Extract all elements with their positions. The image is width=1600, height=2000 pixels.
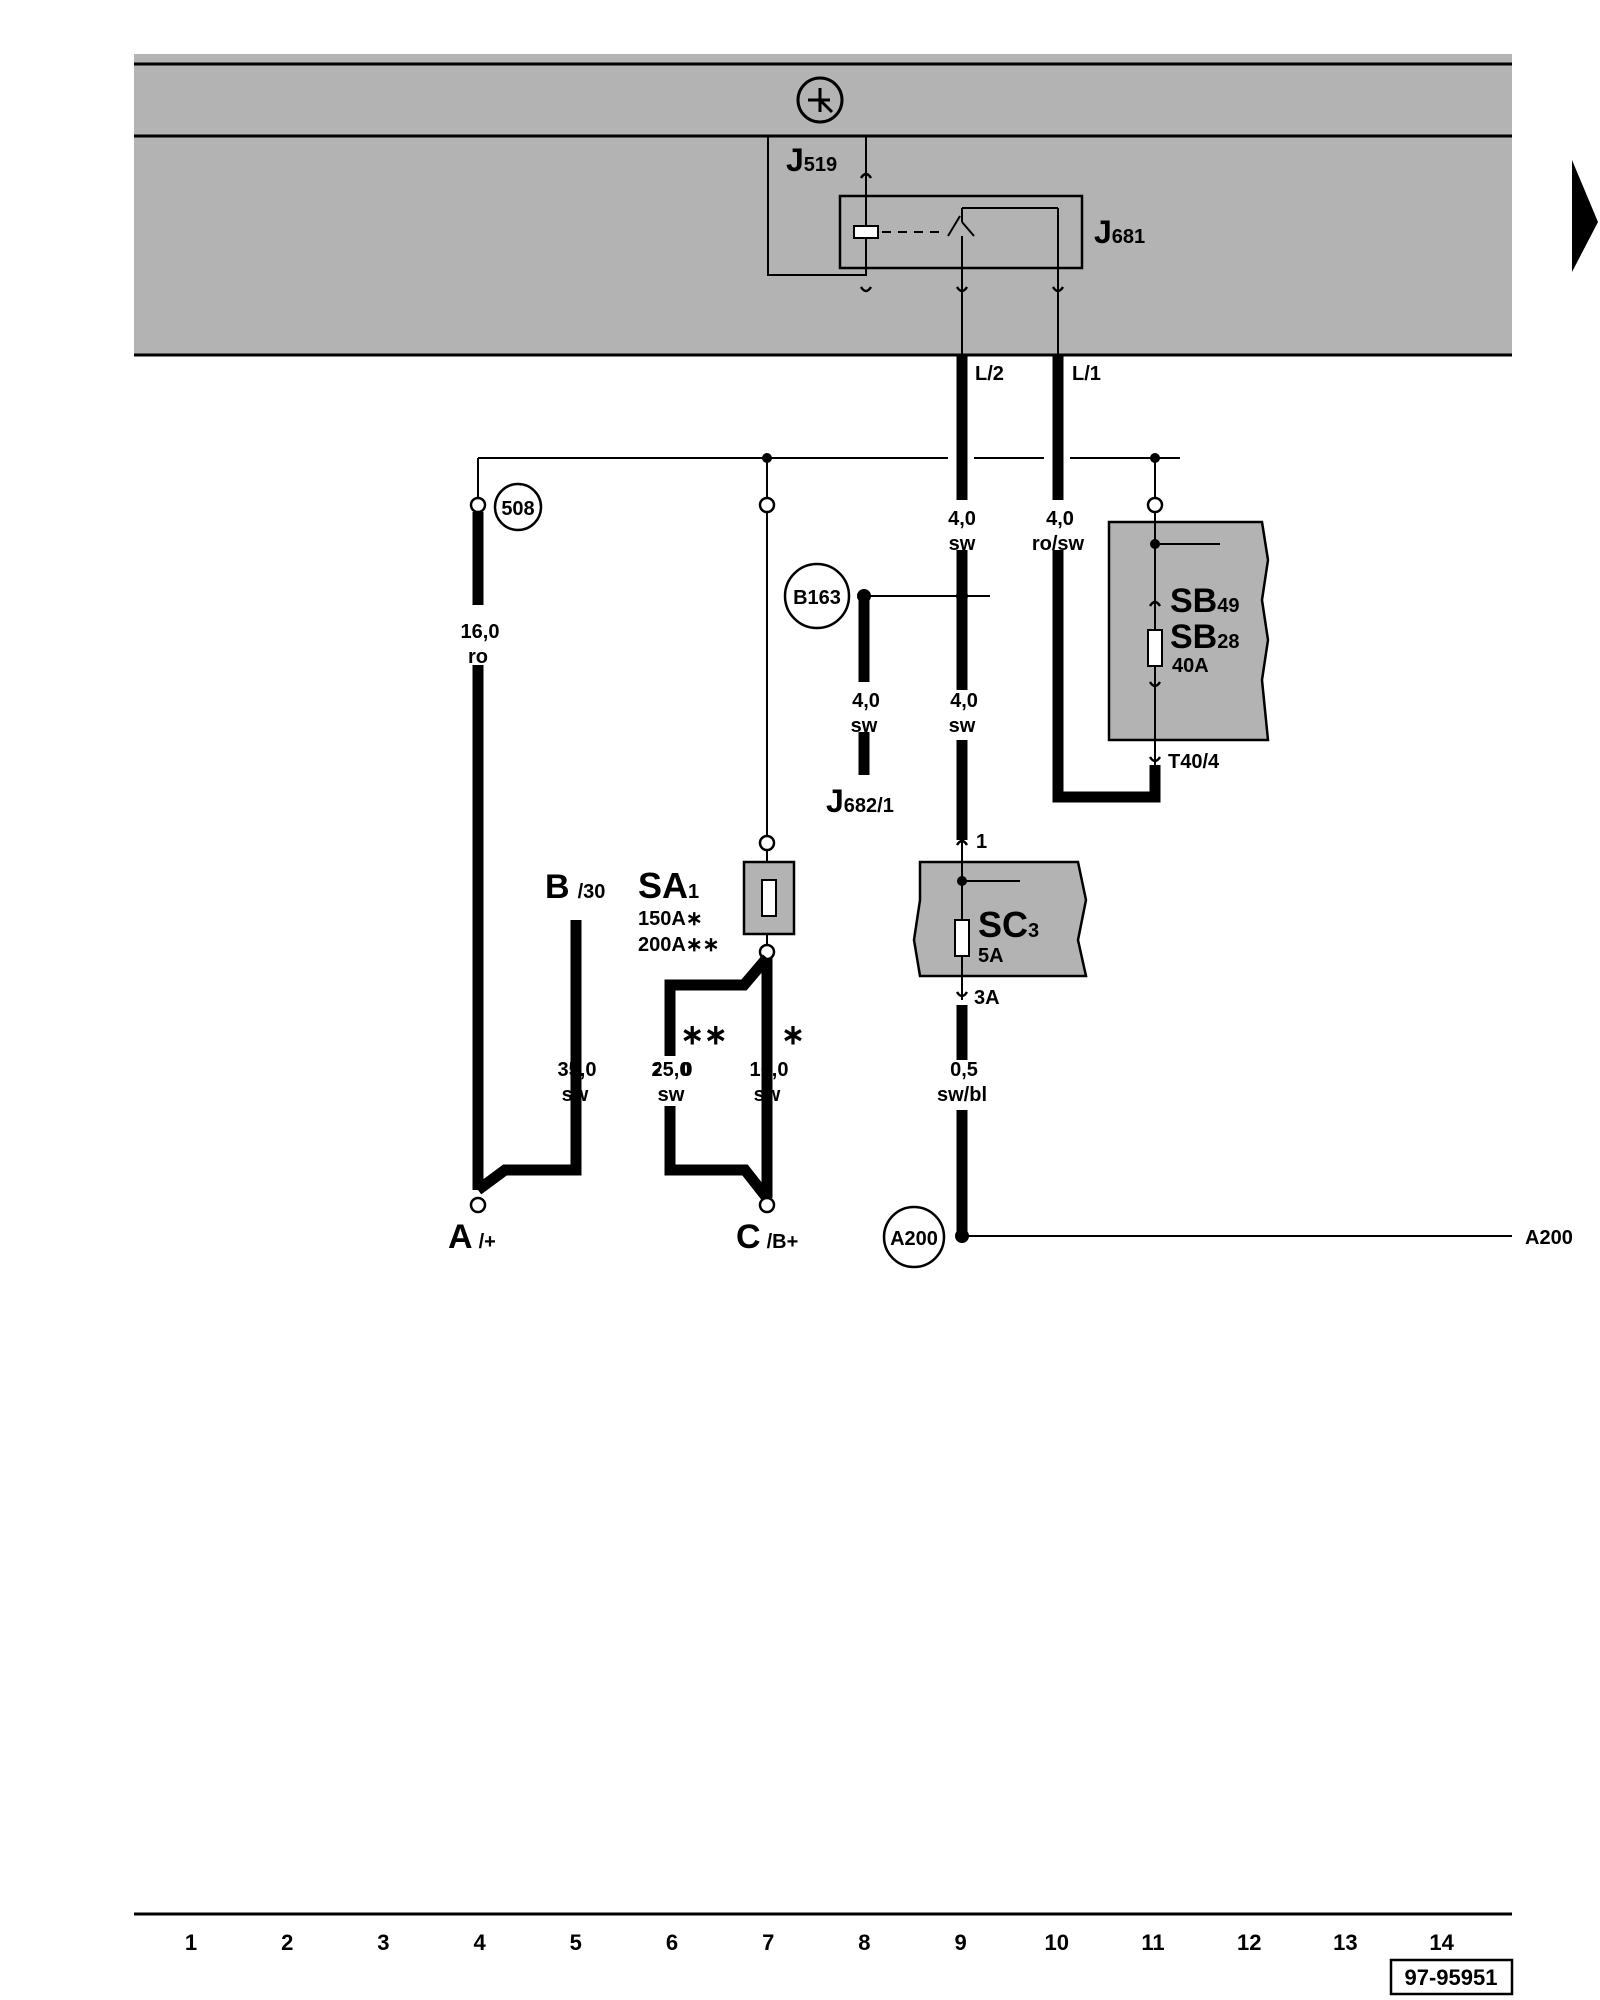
connector-b163: B163 bbox=[783, 562, 851, 630]
wire-label-col9-mid: 4,0 sw bbox=[949, 690, 978, 737]
wire-label-col7: 16,0 sw bbox=[750, 1059, 789, 1106]
sc3-fuse-icon bbox=[954, 919, 970, 957]
wire-label-col9-low: 0,5 sw/bl bbox=[937, 1059, 987, 1106]
svg-text:B163: B163 bbox=[793, 587, 841, 609]
a-plus-label: A/+ bbox=[448, 1218, 496, 1256]
column-number: 14 bbox=[1429, 1930, 1454, 1955]
svg-text:sw: sw bbox=[562, 1084, 589, 1106]
figure-code: 97-95951 bbox=[1405, 1965, 1498, 1990]
continue-arrow-icon bbox=[1572, 160, 1598, 272]
column-number: 11 bbox=[1141, 1930, 1164, 1955]
sa1-label: SA1 bbox=[638, 865, 699, 906]
column-number: 10 bbox=[1045, 1930, 1069, 1955]
sa1-fuse-icon bbox=[761, 879, 777, 917]
relay-coil-icon bbox=[853, 225, 879, 239]
svg-text:sw: sw bbox=[949, 533, 976, 555]
wire-label-col10: 4,0 ro/sw bbox=[1032, 508, 1085, 555]
j519-label: J519 bbox=[786, 142, 837, 178]
svg-text:4,0: 4,0 bbox=[1046, 508, 1074, 530]
b30-label: B/30 bbox=[545, 868, 605, 906]
column-number: 13 bbox=[1333, 1930, 1357, 1955]
column-number: 2 bbox=[281, 1930, 293, 1955]
sb28-label: SB28 bbox=[1170, 618, 1239, 656]
pin-1: 1 bbox=[976, 831, 987, 853]
ground-icon bbox=[796, 76, 844, 124]
svg-text:sw: sw bbox=[658, 1084, 685, 1106]
mark-double: ∗∗ bbox=[681, 1019, 728, 1050]
relay-switch-icon bbox=[947, 207, 1059, 268]
column-number: 7 bbox=[762, 1930, 774, 1955]
svg-text:sw: sw bbox=[851, 715, 878, 737]
column-number: 1 bbox=[185, 1930, 197, 1955]
wire-label-col4: 16,0 ro bbox=[461, 621, 500, 668]
column-number: 12 bbox=[1237, 1930, 1261, 1955]
svg-text:0,5: 0,5 bbox=[950, 1059, 978, 1081]
sc3-label: SC3 bbox=[978, 904, 1039, 945]
svg-text:16,0: 16,0 bbox=[461, 621, 500, 643]
connector-508: 508 bbox=[493, 482, 543, 532]
svg-text:25,0: 25,0 bbox=[652, 1059, 691, 1081]
pin-3a: 3A bbox=[974, 987, 1000, 1009]
column-number: 3 bbox=[377, 1930, 389, 1955]
column-number: 5 bbox=[570, 1930, 582, 1955]
svg-text:sw: sw bbox=[754, 1084, 781, 1106]
pin-l2: L/2 bbox=[975, 363, 1004, 385]
sb-fuse-icon bbox=[1147, 629, 1163, 667]
c-bplus-label: C/B+ bbox=[736, 1218, 798, 1256]
column-number: 8 bbox=[858, 1930, 870, 1955]
svg-text:508: 508 bbox=[501, 498, 534, 520]
column-number: 6 bbox=[666, 1930, 678, 1955]
sb49-label: SB49 bbox=[1170, 582, 1239, 620]
mark-single: ∗ bbox=[781, 1019, 804, 1050]
a200-right-label: A200 bbox=[1525, 1227, 1573, 1249]
wire-label-b163: 4,0 sw bbox=[851, 690, 880, 737]
j682-label: J682/1 bbox=[826, 783, 894, 819]
svg-text:sw/bl: sw/bl bbox=[937, 1084, 987, 1106]
svg-text:35,0: 35,0 bbox=[558, 1059, 597, 1081]
svg-text:A200: A200 bbox=[890, 1228, 938, 1250]
svg-text:4,0: 4,0 bbox=[950, 690, 978, 712]
pin-l1: L/1 bbox=[1072, 363, 1101, 385]
connector-a200: A200 bbox=[882, 1205, 946, 1269]
pin-t40: T40/4 bbox=[1168, 751, 1220, 773]
wire-label-col9-top: 4,0 sw bbox=[948, 508, 976, 555]
svg-text:4,0: 4,0 bbox=[852, 690, 880, 712]
sb-rating: 40A bbox=[1172, 655, 1209, 677]
sa1-rating-1: 150A∗ bbox=[638, 908, 703, 930]
wire-label-col5: 35,0 sw bbox=[558, 1059, 597, 1106]
sc3-rating: 5A bbox=[978, 945, 1004, 967]
column-number: 4 bbox=[473, 1930, 486, 1955]
figure-code-box bbox=[1389, 1958, 1514, 1996]
column-number: 9 bbox=[954, 1930, 966, 1955]
sa1-rating-2: 200A∗∗ bbox=[638, 934, 719, 956]
svg-text:sw: sw bbox=[949, 715, 976, 737]
sb-fuse-box bbox=[1107, 520, 1270, 742]
svg-text:4,0: 4,0 bbox=[948, 508, 976, 530]
svg-text:16,0: 16,0 bbox=[750, 1059, 789, 1081]
svg-text:ro/sw: ro/sw bbox=[1032, 533, 1085, 555]
j681-label: J681 bbox=[1094, 214, 1145, 250]
svg-text:ro: ro bbox=[468, 646, 488, 668]
